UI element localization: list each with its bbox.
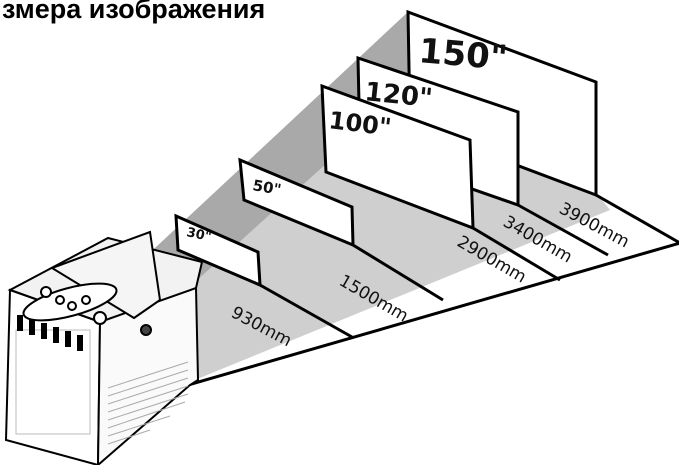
ports-row (17, 315, 83, 351)
screen-label-150: 150" (417, 31, 509, 79)
control-button (67, 301, 77, 311)
screen-100: 100" (320, 83, 475, 231)
floor-line-120 (517, 203, 609, 257)
control-button (40, 286, 52, 298)
screen-label-50: 50" (251, 176, 282, 199)
floor-line-50 (352, 243, 444, 302)
control-button (81, 295, 91, 305)
screen-label-30: 30" (185, 225, 212, 245)
side-vent-grille (107, 361, 189, 445)
floor-front-edge (187, 241, 679, 387)
projector-side-face (96, 286, 200, 465)
floor-line-30 (259, 283, 353, 339)
screen-30: 30" (174, 213, 262, 288)
lens-icon (140, 324, 152, 336)
control-button (93, 311, 107, 325)
floor-line-100 (472, 226, 561, 282)
diagram-title: змера изображения (2, 0, 266, 24)
projector-device (4, 230, 204, 465)
screen-50: 50" (238, 157, 355, 248)
floor-line-150 (595, 193, 679, 245)
control-button (55, 295, 65, 305)
